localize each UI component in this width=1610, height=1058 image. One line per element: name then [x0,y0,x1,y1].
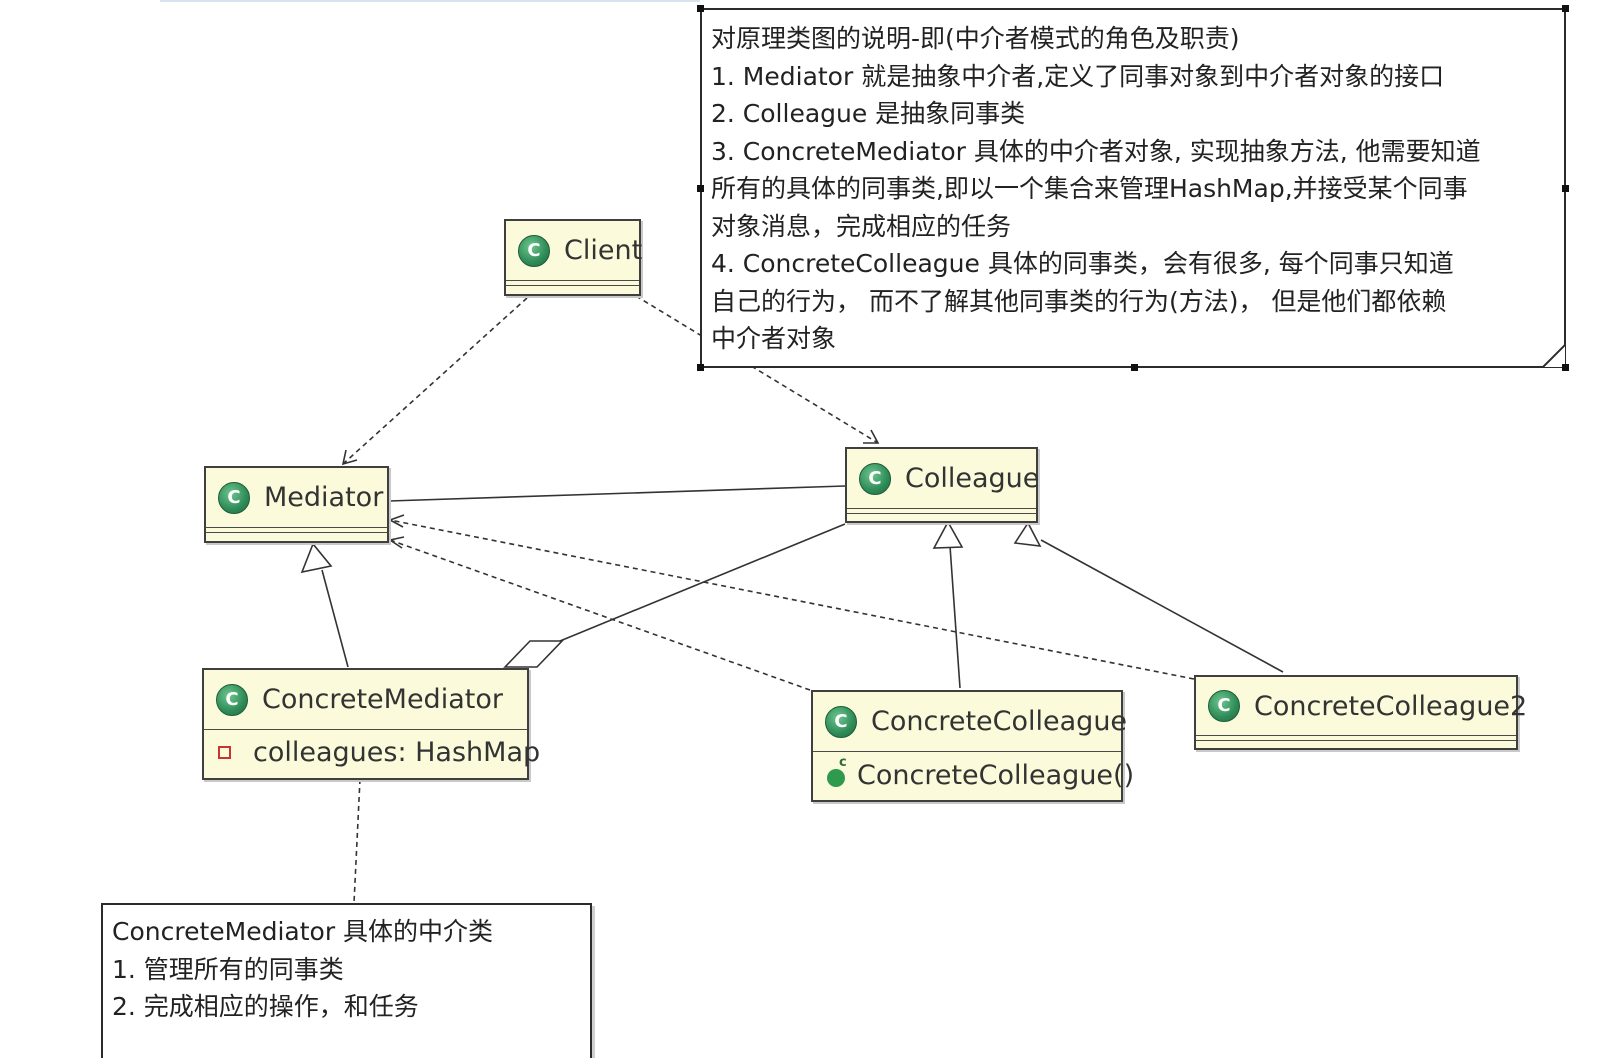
class-concrete-colleague[interactable]: C ConcreteColleague c ConcreteColleague(… [811,690,1134,802]
note-line: 1. Mediator 就是抽象中介者,定义了同事对象到中介者对象的接口 [711,61,1445,91]
class-compartment-separator [206,527,387,533]
class-name: ConcreteMediator [262,684,503,715]
selection-handle[interactable] [1562,364,1569,371]
note-line: 对原理类图的说明-即(中介者模式的角色及职责) [711,24,1240,53]
association-mediator-colleague [388,485,846,502]
class-icon: C [1208,690,1240,722]
note-line: ConcreteMediator 具体的中介类 [112,917,494,946]
class-compartment-separator [506,280,639,286]
class-client[interactable]: C Client [504,219,643,296]
class-icon: C [825,705,857,738]
class-icon: C [218,481,250,514]
dependency-client-colleague [635,295,880,444]
note-line: 自己的行为， 而不了解其他同事类的行为(方法)， 但是他们都依赖 [711,286,1447,316]
method-constructor: ConcreteColleague() [857,759,1135,791]
class-colleague-header: C Colleague [847,449,1040,508]
generalization-concretecolleague2-colleague [1013,521,1284,673]
class-colleague[interactable]: C Colleague [845,447,1040,523]
class-concrete-colleague-header: C ConcreteColleague [813,692,1127,751]
constructor-icon: c [827,755,847,787]
class-compartment-separator [813,751,1121,752]
note-line: 3. ConcreteMediator 具体的中介者对象, 实现抽象方法, 他需… [711,136,1481,166]
note-line: 4. ConcreteColleague 具体的同事类，会有很多, 每个同事只知… [711,249,1454,278]
top-edge-line [160,0,700,2]
dependency-concretecolleague-mediator [387,536,811,691]
class-field-row: colleagues: HashMap [204,730,540,774]
class-compartment-separator [847,508,1036,514]
dependency-client-mediator [341,297,528,466]
class-concrete-colleague2[interactable]: C ConcreteColleague2 [1194,675,1527,750]
note-line: 1. 管理所有的同事类 [112,954,344,984]
selection-handle[interactable] [1131,364,1138,371]
class-name: ConcreteColleague [871,706,1128,737]
note-concrete-mediator[interactable]: ConcreteMediator 具体的中介类 1. 管理所有的同事类 2. 完… [101,903,592,1058]
note-line: 2. Colleague 是抽象同事类 [711,99,1026,128]
note-line: 对象消息，完成相应的任务 [711,211,1012,241]
generalization-concretecolleague-colleague [932,520,964,689]
class-name: Mediator [264,482,384,513]
class-compartment-separator [1196,735,1516,741]
class-mediator-header: C Mediator [206,468,387,527]
class-mediator[interactable]: C Mediator [204,466,389,543]
aggregation-concretemediator-colleague [503,523,846,668]
note-fold-corner [1542,344,1566,368]
generalization-concretemediator-mediator [300,542,349,668]
class-icon: C [859,462,891,495]
class-concrete-colleague2-header: C ConcreteColleague2 [1196,677,1527,735]
private-field-icon [218,745,231,759]
class-name: Client [564,235,643,266]
selection-handle[interactable] [697,5,704,12]
note-line: 所有的具体的同事类,即以一个集合来管理HashMap,并接受某个同事 [711,174,1468,203]
note-link-concretemediator [353,778,361,904]
class-concrete-mediator[interactable]: C ConcreteMediator colleagues: HashMap [202,668,540,780]
selection-handle[interactable] [697,185,704,192]
selection-handle[interactable] [1562,5,1569,12]
class-method-row: c ConcreteColleague() [813,752,1134,798]
class-compartment-separator [204,729,527,730]
note-line: 中介者对象 [711,324,837,353]
class-icon: C [518,234,550,267]
selection-handle[interactable] [1562,185,1569,192]
class-client-header: C Client [506,221,643,280]
class-name: ConcreteColleague2 [1254,690,1528,722]
field-colleagues: colleagues: HashMap [253,736,541,768]
selection-handle[interactable] [697,364,704,371]
class-name: Colleague [905,463,1040,494]
note-line: 2. 完成相应的操作，和任务 [112,992,419,1021]
class-concrete-mediator-header: C ConcreteMediator [204,670,527,729]
note-roles[interactable]: 对原理类图的说明-即(中介者模式的角色及职责) 1. Mediator 就是抽象… [697,5,1569,371]
dependency-concretecolleague2-mediator [388,514,1195,680]
class-icon: C [216,683,248,716]
